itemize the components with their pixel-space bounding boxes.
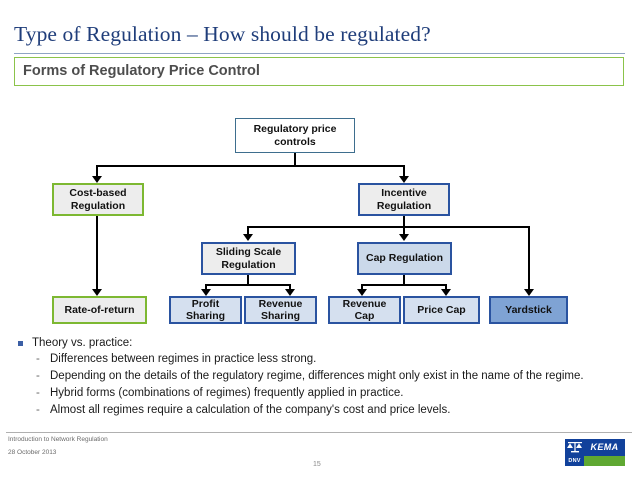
node-revenue-cap[interactable]: Revenue Cap <box>328 296 401 324</box>
bullet-heading-text: Theory vs. practice: <box>32 337 133 349</box>
connector-root-bus <box>96 165 405 167</box>
arrow-to-rate-of-return <box>92 289 102 296</box>
list-item: - Hybrid forms (combinations of regimes)… <box>14 387 628 399</box>
node-label: Yardstick <box>505 303 552 316</box>
logo-wordmark: KEMA <box>590 442 619 452</box>
connector-to-cost-based <box>96 165 98 178</box>
connector-to-profit-sharing <box>205 284 207 291</box>
page-number: 15 <box>313 461 321 468</box>
node-rate-of-return[interactable]: Rate-of-return <box>52 296 147 324</box>
subtitle-banner: Forms of Regulatory Price Control <box>14 57 624 86</box>
logo-green-band <box>565 456 625 466</box>
kema-logo: KEMA DNV <box>565 439 625 466</box>
list-item: - Depending on the details of the regula… <box>14 370 628 382</box>
page-title: Type of Regulation – How should be regul… <box>14 22 431 46</box>
connector-root-stem <box>294 153 296 165</box>
dash-icon: - <box>36 370 40 382</box>
arrow-to-cost-based <box>92 176 102 183</box>
arrow-to-profit-sharing <box>201 289 211 296</box>
node-price-cap[interactable]: Price Cap <box>403 296 480 324</box>
arrow-to-cap <box>399 234 409 241</box>
dash-icon: - <box>36 387 40 399</box>
title-divider <box>14 53 625 54</box>
node-incentive-regulation[interactable]: Incentive Regulation <box>358 183 450 216</box>
bullet-heading: Theory vs. practice: <box>14 337 628 349</box>
node-revenue-sharing[interactable]: Revenue Sharing <box>244 296 317 324</box>
node-cost-based-regulation[interactable]: Cost-based Regulation <box>52 183 144 216</box>
node-label: Revenue Cap <box>342 297 387 322</box>
connector-to-revenue-sharing <box>289 284 291 291</box>
connector-sliding-bus <box>205 284 291 286</box>
footer-deck-title: Introduction to Network Regulation <box>8 436 108 443</box>
arrow-to-revenue-cap <box>357 289 367 296</box>
node-label: Cap Regulation <box>365 252 443 265</box>
node-label: Revenue Sharing <box>258 297 303 322</box>
flowchart: Regulatory price controls Cost-based Reg… <box>0 90 638 335</box>
node-regulatory-price-controls[interactable]: Regulatory price controls <box>235 118 355 153</box>
node-profit-sharing[interactable]: Profit Sharing <box>169 296 242 324</box>
connector-cost-to-ror <box>96 216 98 292</box>
connector-to-revenue-cap <box>361 284 363 291</box>
connector-incentive-stem <box>403 216 405 226</box>
bullet-list: Theory vs. practice: - Differences betwe… <box>14 337 628 421</box>
bullet-square-icon <box>18 341 23 346</box>
list-item-text: Hybrid forms (combinations of regimes) f… <box>50 387 404 399</box>
footer-date: 28 October 2013 <box>8 449 57 456</box>
node-label: Rate-of-return <box>64 303 135 316</box>
connector-to-sliding-scale <box>247 226 249 236</box>
node-label: Profit Sharing <box>185 297 226 322</box>
list-item-text: Differences between regimes in practice … <box>50 353 317 365</box>
connector-sliding-stem <box>247 275 249 284</box>
arrow-to-incentive <box>399 176 409 183</box>
list-item: - Almost all regimes require a calculati… <box>14 404 628 416</box>
logo-top-band: KEMA <box>565 439 625 456</box>
dash-icon: - <box>36 404 40 416</box>
connector-to-cap <box>403 226 405 236</box>
node-yardstick[interactable]: Yardstick <box>489 296 568 324</box>
connector-to-price-cap <box>445 284 447 291</box>
list-item: - Differences between regimes in practic… <box>14 353 628 365</box>
node-label: Cost-based Regulation <box>69 187 127 212</box>
footer-divider <box>6 432 632 433</box>
connector-cap-bus <box>361 284 447 286</box>
node-label: Regulatory price controls <box>253 123 337 148</box>
arrow-to-sliding-scale <box>243 234 253 241</box>
connector-incentive-bus <box>247 226 530 228</box>
arrow-to-revenue-sharing <box>285 289 295 296</box>
list-item-text: Depending on the details of the regulato… <box>50 370 584 382</box>
node-sliding-scale-regulation[interactable]: Sliding Scale Regulation <box>201 242 296 275</box>
connector-to-incentive <box>403 165 405 178</box>
arrow-to-yardstick <box>524 289 534 296</box>
dnv-scales-icon <box>565 439 584 456</box>
arrow-to-price-cap <box>441 289 451 296</box>
connector-cap-stem <box>403 275 405 284</box>
subtitle-text: Forms of Regulatory Price Control <box>23 63 260 79</box>
node-label: Incentive Regulation <box>376 187 432 212</box>
list-item-text: Almost all regimes require a calculation… <box>50 404 451 416</box>
node-cap-regulation[interactable]: Cap Regulation <box>357 242 452 275</box>
connector-to-yardstick <box>528 226 530 292</box>
node-label: Sliding Scale Regulation <box>215 246 282 271</box>
dash-icon: - <box>36 353 40 365</box>
node-label: Price Cap <box>417 303 466 316</box>
logo-dnv-text: DNV <box>565 456 584 466</box>
